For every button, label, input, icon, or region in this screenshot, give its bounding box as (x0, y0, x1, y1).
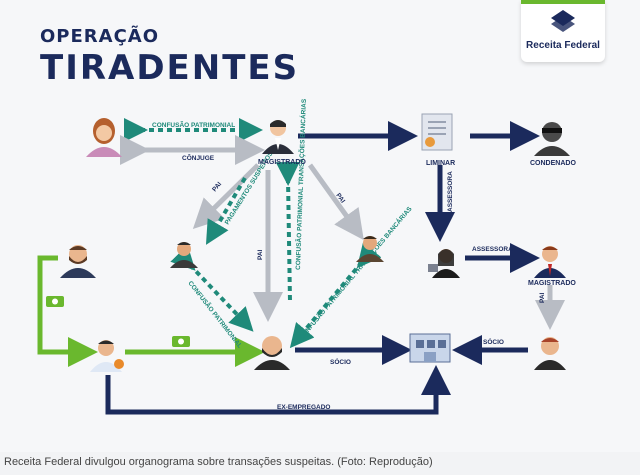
label-assessora-vertical: ASSESSORA (447, 171, 454, 212)
edge-labels: CONFUSÃO PATRIMONIAL CÔNJUGE PAI PAGAMEN… (152, 98, 546, 411)
node-label-liminar: LIMINAR (426, 160, 455, 167)
bald-bearded-man-avatar-icon (254, 336, 290, 370)
edge-green-left (37, 255, 98, 367)
label-transacoes: CONFUSÃO PATRIMONIAL TRANSAÇÕES BANCÁRIA… (293, 98, 308, 270)
edge-ex-empregado (105, 365, 451, 415)
node-label-magistrado-right: MAGISTRADO (528, 280, 576, 287)
title-operacao: OPERAÇÃO (40, 26, 160, 47)
label-conjuge: CÔNJUGE (182, 153, 215, 162)
diagram-svg: CONFUSÃO PATRIMONIAL CÔNJUGE PAI PAGAMEN… (37, 98, 576, 415)
label-confusao-top: CONFUSÃO PATRIMONIAL (152, 120, 235, 129)
label-pai-left: PAI (211, 181, 223, 194)
label-ex-empregado: EX-EMPREGADO (277, 404, 330, 411)
node-label-condenado: CONDENADO (530, 160, 576, 167)
label-assessora-horizontal: ASSESSORA (472, 246, 513, 253)
man-tie-avatar-icon (534, 337, 566, 370)
man-tie-avatar-icon (534, 246, 566, 278)
photo-caption: Receita Federal divulgou organograma sob… (4, 456, 433, 468)
edges (37, 118, 565, 415)
bearded-man-avatar-icon (60, 245, 96, 278)
label-pai-right: PAI (334, 192, 346, 205)
judge-avatar-icon (262, 120, 294, 154)
label-socio-right: SÓCIO (483, 337, 504, 346)
woman-avatar-icon (86, 118, 122, 157)
thief-avatar-icon (534, 122, 570, 156)
edge-pai-right (307, 163, 364, 241)
label-pai-far-right: PAI (539, 292, 546, 303)
document-icon (421, 113, 453, 151)
woman-laptop-avatar-icon (428, 249, 460, 278)
man-suit-avatar-icon (356, 236, 384, 262)
man-avatar-icon (170, 242, 198, 268)
doctor-avatar-icon (90, 340, 124, 372)
logo-text: Receita Federal (526, 40, 600, 51)
title-tiradentes: TIRADENTES (40, 48, 300, 88)
money-icon (46, 296, 64, 307)
company-building-icon (409, 333, 451, 363)
organogram: OPERAÇÃO TIRADENTES Receita Federal (37, 0, 605, 415)
edge-pai-left (192, 163, 260, 230)
money-icon (172, 336, 190, 347)
receita-federal-logo: Receita Federal (521, 0, 605, 62)
node-label-magistrado-top: MAGISTRADO (258, 159, 306, 166)
receita-federal-logo-icon (521, 0, 605, 32)
edge-transacoes (275, 161, 300, 303)
edge-pagamentos (205, 176, 247, 245)
label-pai-center: PAI (257, 249, 264, 260)
label-socio-center: SÓCIO (330, 357, 351, 366)
